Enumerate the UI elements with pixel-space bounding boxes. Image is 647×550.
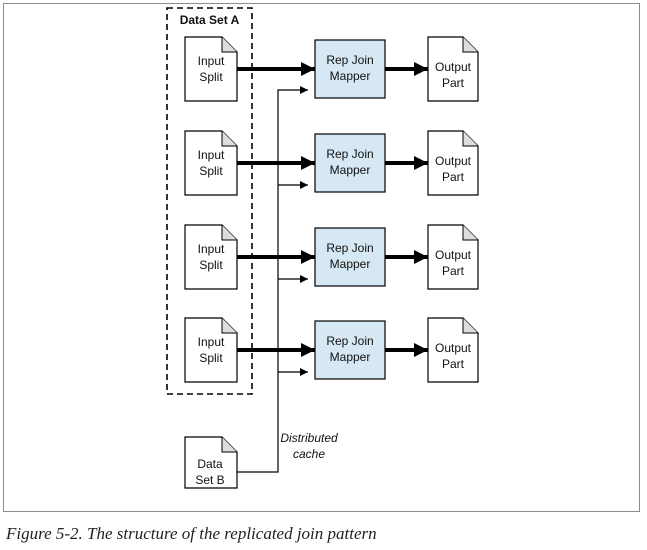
dataset-b-document-fold	[221, 437, 237, 453]
mapper-label-line2: Mapper	[330, 69, 371, 83]
output-part-document	[427, 224, 479, 290]
mapper-label-line2: Mapper	[330, 350, 371, 364]
output-label-line1: Output	[435, 154, 472, 168]
cache-label-line1: Distributed	[280, 431, 338, 445]
mapper-label-line1: Rep Join	[326, 147, 373, 161]
input-split-label-line1: Input	[198, 242, 225, 256]
distributed-cache-line	[237, 86, 308, 473]
input-split-document-fold	[221, 318, 237, 334]
input-split-label-line2: Split	[199, 258, 223, 272]
input-split-document-fold	[221, 225, 237, 241]
output-label-line2: Part	[442, 76, 465, 90]
rep-join-mapper-box	[314, 320, 386, 380]
mapper-label-line1: Rep Join	[326, 53, 373, 67]
input-split-label-line2: Split	[199, 351, 223, 365]
input-split-label-line1: Input	[198, 335, 225, 349]
mapper-label-line2: Mapper	[330, 257, 371, 271]
output-label-line2: Part	[442, 264, 465, 278]
output-label-line2: Part	[442, 170, 465, 184]
input-split-document	[184, 224, 238, 290]
input-split-label-line2: Split	[199, 70, 223, 84]
dataset-a-group	[166, 7, 253, 395]
output-part-document	[427, 36, 479, 102]
output-part-document-fold	[462, 225, 478, 241]
rep-join-mapper-box	[314, 227, 386, 287]
output-label-line1: Output	[435, 248, 472, 262]
output-part-document	[427, 130, 479, 196]
input-split-label-line1: Input	[198, 148, 225, 162]
input-split-document	[184, 36, 238, 102]
mapper-label-line1: Rep Join	[326, 334, 373, 348]
output-label-line1: Output	[435, 341, 472, 355]
output-part-document-fold	[462, 318, 478, 334]
dataset-b-label-line2: Set B	[195, 473, 224, 487]
mapper-label-line1: Rep Join	[326, 241, 373, 255]
cache-label-line2: cache	[293, 447, 325, 461]
input-split-label-line1: Input	[198, 54, 225, 68]
input-split-document-fold	[221, 37, 237, 53]
input-split-document	[184, 130, 238, 196]
dataset-b-label-line1: Data	[197, 457, 223, 471]
input-split-document-fold	[221, 131, 237, 147]
output-part-document	[427, 317, 479, 383]
figure-caption: Figure 5-2. The structure of the replica…	[6, 524, 377, 543]
output-part-document-fold	[462, 37, 478, 53]
input-split-label-line2: Split	[199, 164, 223, 178]
output-label-line1: Output	[435, 60, 472, 74]
dataset-a-label: Data Set A	[180, 13, 240, 27]
mapper-label-line2: Mapper	[330, 163, 371, 177]
input-split-document	[184, 317, 238, 383]
output-part-document-fold	[462, 131, 478, 147]
output-label-line2: Part	[442, 357, 465, 371]
